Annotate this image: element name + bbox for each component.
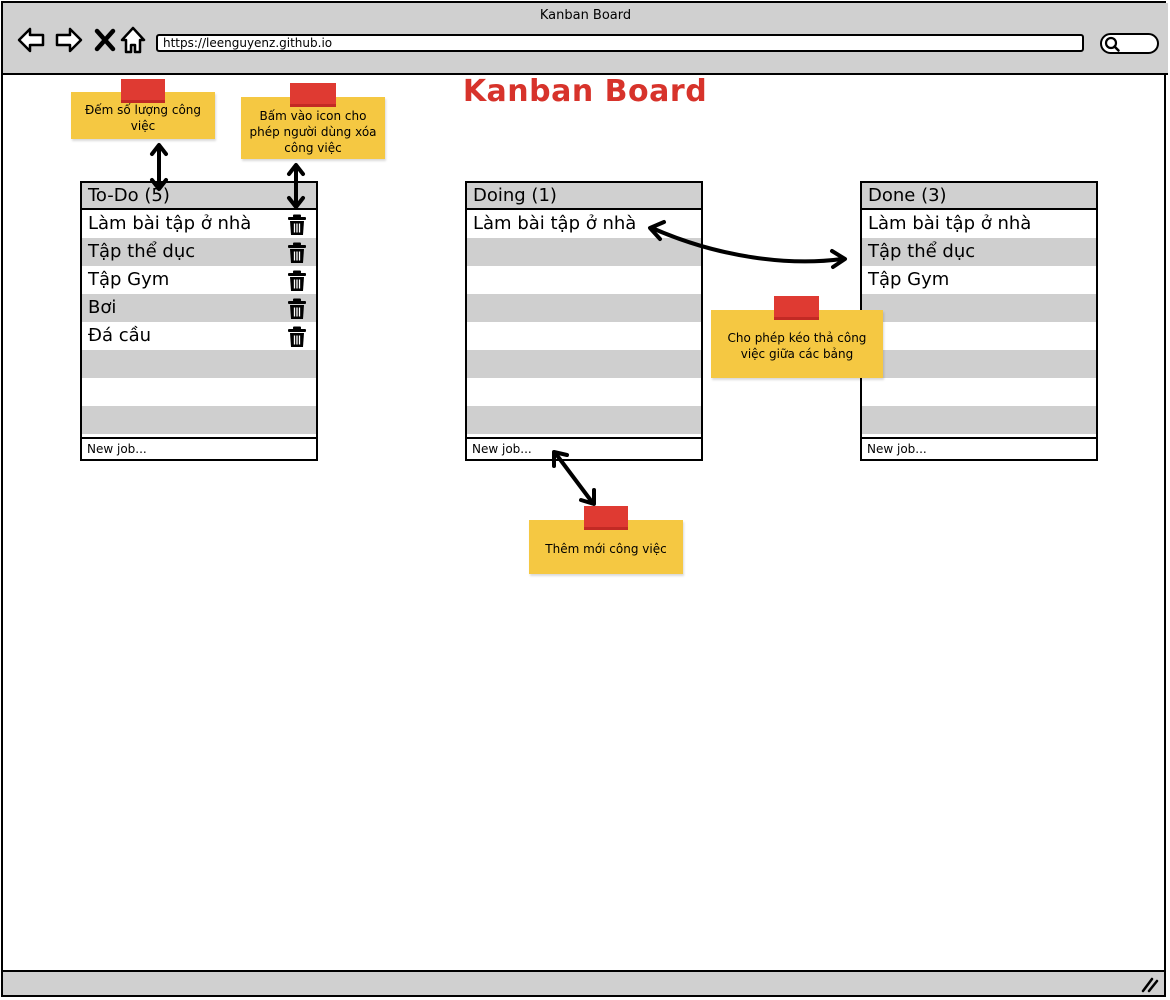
page-title: Kanban Board	[462, 74, 708, 109]
trash-icon[interactable]	[287, 242, 307, 264]
note-text: Thêm mới công việc	[545, 542, 667, 556]
trash-icon[interactable]	[287, 214, 307, 236]
task-card[interactable]: Làm bài tập ở nhà	[467, 210, 701, 238]
empty-slot	[467, 350, 701, 378]
task-label: Tập Gym	[88, 269, 170, 290]
home-icon[interactable]	[119, 25, 149, 55]
column-rows-todo: Làm bài tập ở nhà Tập thể dục Tập Gym	[82, 210, 316, 436]
note-tape	[584, 506, 628, 530]
empty-slot	[82, 378, 316, 406]
browser-toolbar: Kanban Board https://leenguyenz.github.i…	[3, 3, 1168, 75]
empty-slot	[467, 406, 701, 434]
note-delete-icon: Bấm vào icon cho phép người dùng xóa côn…	[241, 97, 385, 159]
column-rows-doing: Làm bài tập ở nhà	[467, 210, 701, 436]
empty-slot	[467, 238, 701, 266]
resize-grip-icon[interactable]	[1140, 975, 1160, 993]
empty-slot	[467, 322, 701, 350]
task-card[interactable]: Đá cầu	[82, 322, 316, 350]
empty-slot	[467, 266, 701, 294]
empty-slot	[82, 406, 316, 434]
empty-slot	[862, 406, 1096, 434]
trash-icon[interactable]	[287, 270, 307, 292]
browser-status-bar	[3, 970, 1164, 995]
column-header-done: Done (3)	[862, 183, 1096, 210]
new-job-input[interactable]	[465, 437, 703, 461]
column-header-todo: To-Do (5)	[82, 183, 316, 210]
window-title: Kanban Board	[539, 8, 632, 23]
task-label: Làm bài tập ở nhà	[473, 213, 637, 234]
note-tape	[290, 83, 336, 107]
task-card[interactable]: Tập Gym	[82, 266, 316, 294]
task-label: Tập thể dục	[868, 241, 976, 262]
task-card[interactable]: Tập Gym	[862, 266, 1096, 294]
empty-slot	[467, 294, 701, 322]
back-arrow-icon[interactable]	[16, 25, 46, 55]
task-label: Làm bài tập ở nhà	[868, 213, 1032, 234]
empty-slot	[862, 378, 1096, 406]
column-doing[interactable]: Doing (1) Làm bài tập ở nhà	[465, 181, 703, 461]
column-done[interactable]: Done (3) Làm bài tập ở nhà Tập thể dục T…	[860, 181, 1098, 461]
task-card[interactable]: Bơi	[82, 294, 316, 322]
search-icon	[1104, 36, 1120, 52]
task-card[interactable]: Tập thể dục	[862, 238, 1096, 266]
new-job-input[interactable]	[860, 437, 1098, 461]
note-text: Bấm vào icon cho phép người dùng xóa côn…	[249, 109, 377, 155]
empty-slot	[862, 322, 1096, 350]
empty-slot	[467, 378, 701, 406]
task-label: Bơi	[88, 297, 117, 318]
task-card[interactable]: Làm bài tập ở nhà	[862, 210, 1096, 238]
task-label: Làm bài tập ở nhà	[88, 213, 252, 234]
trash-icon[interactable]	[287, 326, 307, 348]
task-label: Tập Gym	[868, 269, 950, 290]
empty-slot	[862, 294, 1096, 322]
close-icon[interactable]	[91, 25, 121, 55]
note-count-tasks: Đếm số lượng công việc	[71, 92, 215, 139]
note-tape	[121, 79, 165, 103]
task-card[interactable]: Làm bài tập ở nhà	[82, 210, 316, 238]
new-job-input[interactable]	[80, 437, 318, 461]
forward-arrow-icon[interactable]	[54, 25, 84, 55]
note-text: Đếm số lượng công việc	[84, 102, 202, 133]
column-todo[interactable]: To-Do (5) Làm bài tập ở nhà Tập thể dục …	[80, 181, 318, 461]
column-rows-done: Làm bài tập ở nhà Tập thể dục Tập Gym	[862, 210, 1096, 436]
url-bar[interactable]: https://leenguyenz.github.io	[156, 34, 1084, 52]
column-header-doing: Doing (1)	[467, 183, 701, 210]
note-drag-drop: Cho phép kéo thả công việc giữa các bảng	[711, 310, 883, 378]
trash-icon[interactable]	[287, 298, 307, 320]
empty-slot	[82, 350, 316, 378]
browser-search-box[interactable]	[1100, 33, 1159, 54]
task-label: Đá cầu	[88, 325, 152, 346]
task-label: Tập thể dục	[88, 241, 196, 262]
note-text: Cho phép kéo thả công việc giữa các bảng	[727, 331, 867, 361]
task-card[interactable]: Tập thể dục	[82, 238, 316, 266]
note-tape	[774, 296, 819, 320]
empty-slot	[862, 350, 1096, 378]
